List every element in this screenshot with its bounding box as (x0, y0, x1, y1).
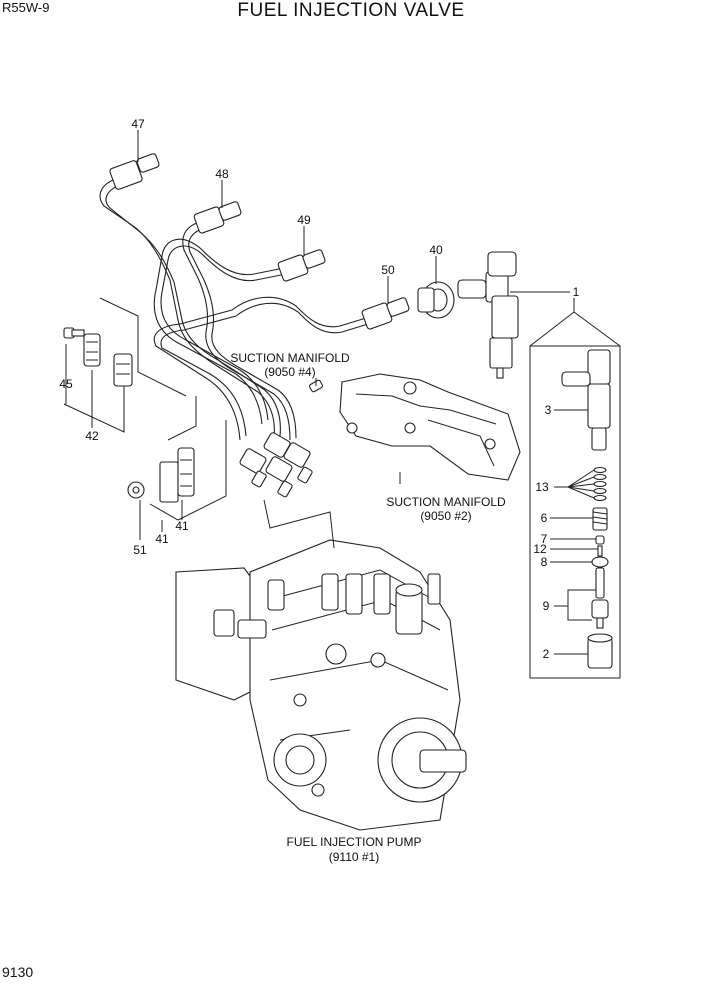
callout-50: 50 (381, 263, 395, 277)
callout-42: 42 (85, 429, 99, 443)
callout-6: 6 (541, 511, 548, 525)
callout-47: 47 (131, 117, 145, 131)
callout-8: 8 (541, 555, 548, 569)
callout-9: 9 (543, 599, 550, 613)
leader-lines (137, 130, 598, 655)
suction-manifold-2-ref: (9050 #2) (420, 509, 471, 523)
suction-manifold-4-title: SUCTION MANIFOLD (230, 351, 350, 365)
callouts: 47 48 49 40 50 1 45 42 3 13 6 7 12 8 9 2… (59, 117, 579, 661)
callout-1: 1 (573, 285, 580, 299)
callout-45: 45 (59, 377, 73, 391)
callout-49: 49 (297, 213, 311, 227)
callout-51: 51 (133, 543, 147, 557)
injection-pipes (99, 153, 410, 498)
model-code: R55W-9 (2, 0, 50, 15)
callout-40: 40 (429, 243, 443, 257)
injector-detail-box (529, 311, 621, 679)
callout-13: 13 (535, 480, 549, 494)
callout-3: 3 (545, 403, 552, 417)
clamps (63, 297, 227, 540)
callout-41-right: 41 (175, 519, 189, 533)
fuel-injection-pump-ref: (9110 #1) (329, 850, 379, 864)
callout-41-left: 41 (155, 532, 169, 546)
callout-2: 2 (543, 647, 550, 661)
fuel-injection-pump-title: FUEL INJECTION PUMP (287, 835, 422, 849)
suction-manifold-4-ref: (9050 #4) (264, 365, 315, 379)
callout-12: 12 (533, 542, 547, 556)
suction-manifold (308, 373, 521, 481)
page-title: FUEL INJECTION VALVE (237, 0, 465, 21)
fuel-injection-pump (175, 499, 467, 831)
injector-assembly (417, 251, 519, 379)
suction-manifold-2-title: SUCTION MANIFOLD (386, 495, 506, 509)
reference-labels: SUCTION MANIFOLD (9050 #4) SUCTION MANIF… (230, 351, 506, 864)
callout-7: 7 (541, 532, 548, 546)
callout-48: 48 (215, 167, 229, 181)
page-number: 9130 (2, 964, 34, 980)
